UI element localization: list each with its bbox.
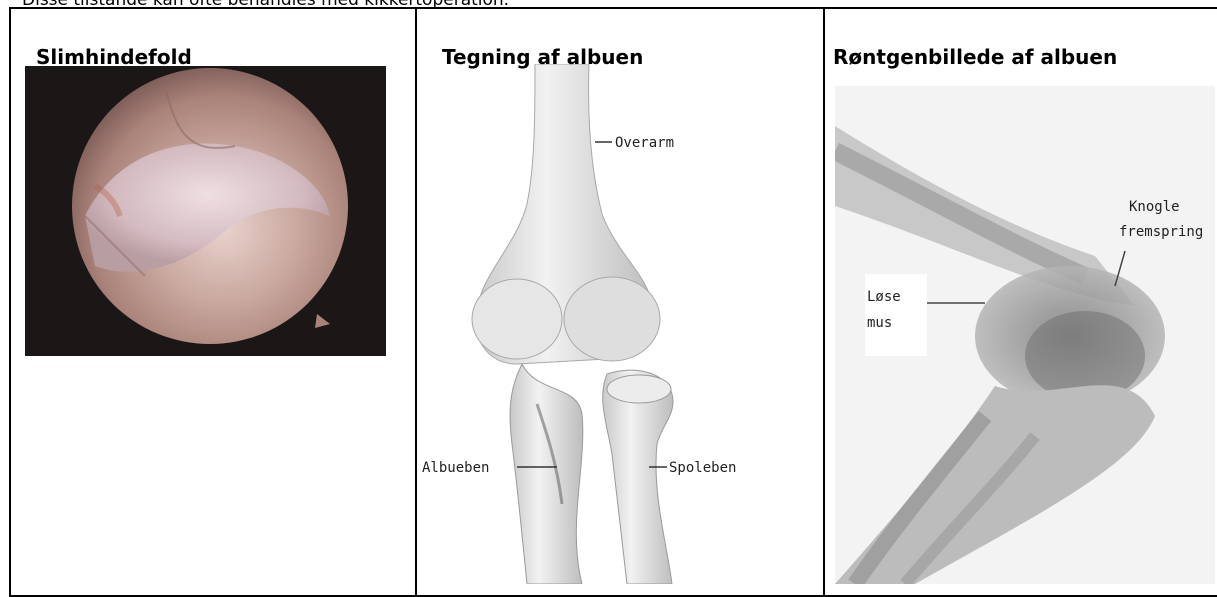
panel-xray: Røntgenbillede af albuen [824,8,1217,596]
label-loose-bodies-line1: Løse [867,289,901,305]
label-upper-arm: Overarm [615,135,674,151]
caption-elbow-drawing: Tegning af albuen [442,45,643,69]
figure-table: Slimhindefold [9,7,1217,597]
label-radius: Spoleben [669,460,736,476]
label-bone-spur-line2: fremspring [1119,224,1203,240]
arthroscopy-image [25,66,386,356]
caption-xray: Røntgenbillede af albuen [833,45,1117,69]
panel-mucosal-fold: Slimhindefold [10,8,416,596]
label-loose-bodies-line2: mus [867,315,892,331]
elbow-drawing-image: Overarm Albueben Spoleben [417,64,823,584]
label-bone-spur-line1: Knogle [1129,199,1180,215]
label-ulna: Albueben [422,460,489,476]
panel-elbow-drawing: Tegning af albuen [416,8,824,596]
caption-mucosal-fold: Slimhindefold [36,45,192,69]
xray-image: Løse mus Knogle fremspring [835,86,1215,584]
